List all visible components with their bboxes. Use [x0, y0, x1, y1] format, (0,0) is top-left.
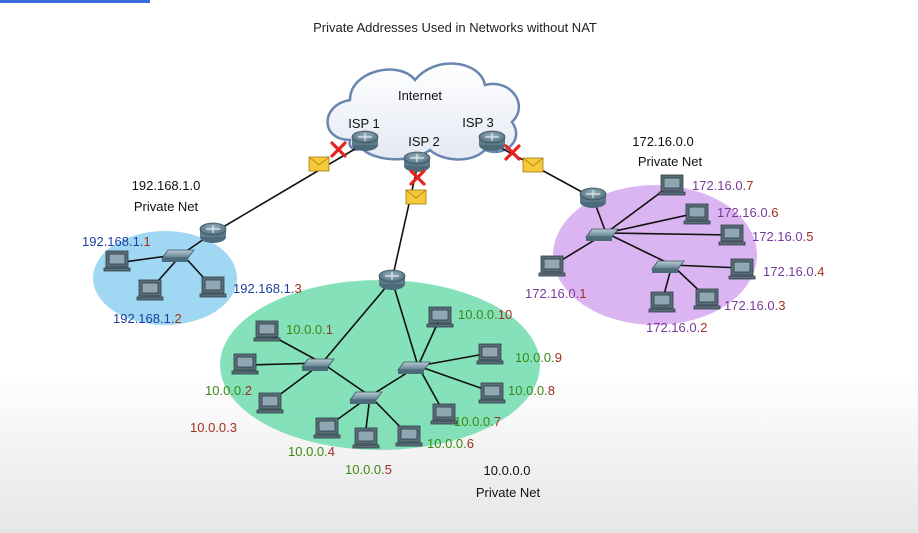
pc-10-7 [430, 403, 458, 425]
pc-172-7 [658, 174, 686, 196]
pc-172-5 [718, 224, 746, 246]
isp1-label: ISP 1 [348, 116, 380, 131]
net192-area [93, 231, 237, 325]
net10-area [220, 280, 540, 450]
pc-172-1 [538, 255, 566, 277]
blocked-x-isp2 [409, 169, 426, 186]
link-isp1-r192 [212, 142, 366, 234]
ip-172-5: 172.16.0.5 [752, 229, 813, 244]
router-isp3 [478, 130, 506, 151]
net10-subname: Private Net [476, 485, 541, 500]
router-net172 [579, 187, 607, 208]
diagram-title: Private Addresses Used in Networks witho… [313, 20, 597, 35]
ip-10-3: 10.0.0.3 [190, 420, 237, 435]
pc-192-3 [199, 276, 227, 298]
ip-10-1: 10.0.0.1 [286, 322, 333, 337]
pc-10-10 [426, 306, 454, 328]
pc-192-1 [103, 250, 131, 272]
ip-172-2: 172.16.0.2 [646, 320, 707, 335]
ip-10-8: 10.0.0.8 [508, 383, 555, 398]
ip-10-10: 10.0.0.10 [458, 307, 512, 322]
ip-10-5: 10.0.0.5 [345, 462, 392, 477]
switch-net172-a [585, 228, 619, 241]
envelope-isp2 [405, 189, 427, 205]
ip-10-4: 10.0.0.4 [288, 444, 335, 459]
envelope-isp1 [308, 156, 330, 172]
pc-172-6 [683, 203, 711, 225]
blocked-x-isp3 [504, 144, 521, 161]
pcs [103, 174, 756, 449]
isp3-label: ISP 3 [462, 115, 494, 130]
net10-name: 10.0.0.0 [484, 463, 531, 478]
net192-subname: Private Net [134, 199, 199, 214]
top-accent-bar [0, 0, 150, 3]
ip-10-6: 10.0.0.6 [427, 436, 474, 451]
pc-10-4 [313, 417, 341, 439]
router-isp1 [351, 130, 379, 151]
ip-172-1: 172.16.0.1 [525, 286, 586, 301]
pc-10-2 [231, 353, 259, 375]
isp2-label: ISP 2 [408, 134, 440, 149]
ip-10-2: 10.0.0.2 [205, 383, 252, 398]
envelope-isp3 [522, 157, 544, 173]
router-isp2 [403, 151, 431, 172]
internet-label: Internet [398, 88, 442, 103]
pc-10-8 [478, 382, 506, 404]
ip-10-9: 10.0.0.9 [515, 350, 562, 365]
switch-net10-b [397, 361, 431, 374]
ip-10-7: 10.0.0.7 [454, 414, 501, 429]
blocked-x-isp1 [330, 141, 347, 158]
net172-subname: Private Net [638, 154, 703, 169]
link-isp2-r10 [391, 167, 418, 281]
net172-name: 172.16.0.0 [632, 134, 693, 149]
ip-172-6: 172.16.0.6 [717, 205, 778, 220]
router-net10 [378, 269, 406, 290]
ip-172-4: 172.16.0.4 [763, 264, 824, 279]
pc-10-1 [253, 320, 281, 342]
ip-172-7: 172.16.0.7 [692, 178, 753, 193]
ip-172-3: 172.16.0.3 [724, 298, 785, 313]
ip-192-1: 192.168.1.1 [82, 234, 151, 249]
net192-name: 192.168.1.0 [132, 178, 201, 193]
pc-10-6 [395, 425, 423, 447]
ip-192-3: 192.168.1.3 [233, 281, 302, 296]
pc-10-5 [352, 427, 380, 449]
pc-192-2 [136, 279, 164, 301]
ip-192-2: 192.168.1.2 [113, 311, 182, 326]
pc-172-4 [728, 258, 756, 280]
switch-net172-b [651, 260, 685, 273]
switch-net192 [161, 249, 195, 262]
pc-172-3 [693, 288, 721, 310]
switch-net10-c [349, 391, 383, 404]
router-net192 [199, 222, 227, 243]
pc-10-3 [256, 392, 284, 414]
pc-172-2 [648, 291, 676, 313]
switch-net10-a [301, 358, 335, 371]
pc-10-9 [476, 343, 504, 365]
